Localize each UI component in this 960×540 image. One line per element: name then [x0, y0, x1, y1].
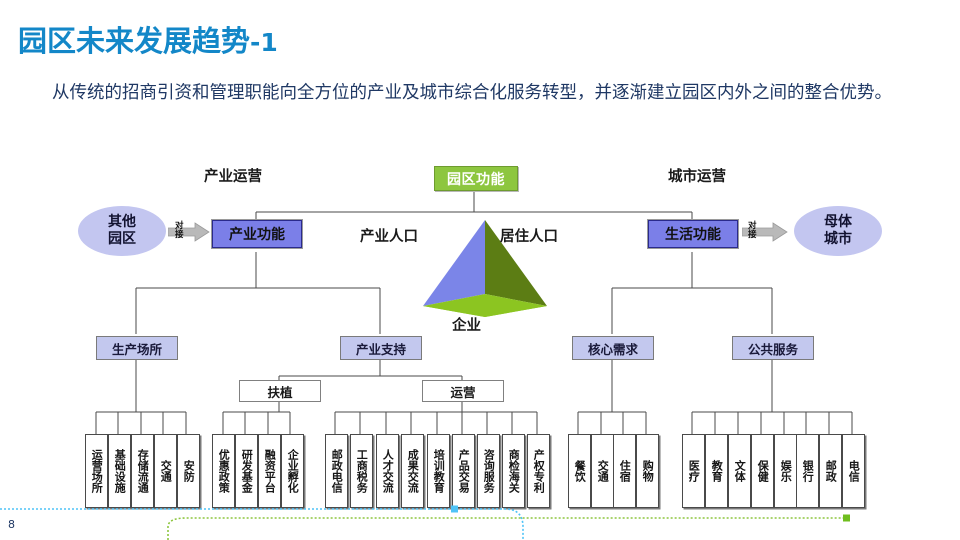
leaf-box[interactable]: 商检海关: [502, 434, 525, 508]
leaf-box[interactable]: 培训教育: [427, 434, 450, 508]
page-number: 8: [8, 518, 15, 531]
leaf-box[interactable]: 银行: [796, 434, 819, 508]
leaf-label: 交通: [596, 460, 610, 482]
leaf-label: 医疗: [687, 460, 701, 482]
node-core-demand[interactable]: 核心需求: [572, 336, 654, 360]
leaf-label: 安防: [182, 460, 196, 482]
ellipse-mother-city-line1: 母体: [824, 214, 852, 230]
page-title-main: 园区未来发展趋势: [18, 24, 251, 58]
leaf-box[interactable]: 成果交流: [401, 434, 424, 508]
leaf-box[interactable]: 融资平台: [258, 434, 281, 508]
leaf-label: 人才交流: [381, 449, 395, 493]
leaf-box[interactable]: 邮政电信: [325, 434, 348, 508]
leaf-box[interactable]: 咨询服务: [477, 434, 500, 508]
leaf-label: 教育: [710, 460, 724, 482]
leaf-box[interactable]: 医疗: [682, 434, 705, 508]
leaf-label: 住宿: [618, 460, 632, 482]
node-support-cultivation[interactable]: 扶植: [239, 380, 321, 402]
leaf-label: 文体: [733, 460, 747, 482]
ellipse-mother-city[interactable]: 母体 城市: [794, 206, 882, 256]
leaf-label: 银行: [801, 460, 815, 482]
page-title: 园区未来发展趋势-1: [18, 18, 278, 60]
leaf-label: 优惠政策: [217, 449, 231, 493]
leaf-label: 娱乐: [779, 460, 793, 482]
caption-city-ops: 城市运营: [668, 169, 726, 185]
ellipse-other-parks-line2: 园区: [108, 231, 136, 247]
leaf-label: 工商税务: [355, 449, 369, 493]
leaf-box[interactable]: 邮政: [819, 434, 842, 508]
leaf-label: 保健: [756, 460, 770, 482]
leaf-label: 研发基金: [240, 449, 254, 493]
arrow-label-right-line1: 对: [748, 221, 757, 231]
leaf-box[interactable]: 企业孵化: [281, 434, 304, 508]
pyramid-label-enterprise: 企业: [452, 318, 481, 334]
arrow-label-left-line2: 接: [175, 230, 184, 240]
leaf-label: 培训教育: [432, 449, 446, 493]
caption-industry-ops: 产业运营: [204, 169, 262, 185]
leaf-box[interactable]: 产品交易: [452, 434, 475, 508]
leaf-box[interactable]: 住宿: [613, 434, 636, 508]
leaf-box[interactable]: 研发基金: [235, 434, 258, 508]
node-operations[interactable]: 运营: [422, 380, 504, 402]
leaf-label: 运营场所: [90, 449, 104, 493]
pyramid-label-resident-population: 居住人口: [500, 229, 558, 245]
page-title-suffix: -1: [250, 28, 278, 57]
leaf-label: 邮政: [824, 460, 838, 482]
connector-arrow-left-icon: [168, 222, 210, 242]
node-root-park-function[interactable]: 园区功能: [434, 166, 518, 191]
footer-decoration: [0, 505, 850, 540]
node-production-site[interactable]: 生产场所: [96, 336, 178, 360]
leaf-label: 商检海关: [507, 449, 521, 493]
arrow-label-left: 对 接: [175, 222, 184, 240]
leaf-label: 存储流通: [136, 449, 150, 493]
leaf-box[interactable]: 教育: [705, 434, 728, 508]
leaf-box[interactable]: 文体: [728, 434, 751, 508]
node-industry-function[interactable]: 产业功能: [211, 219, 303, 249]
leaf-label: 餐饮: [573, 460, 587, 482]
ellipse-other-parks-line1: 其他: [108, 214, 136, 230]
leaf-label: 企业孵化: [286, 449, 300, 493]
pyramid-graphic: [423, 220, 547, 317]
leaf-box[interactable]: 交通: [154, 434, 177, 508]
leaf-box[interactable]: 安防: [177, 434, 200, 508]
leaf-label: 产品交易: [457, 449, 471, 493]
pyramid-label-industry-population: 产业人口: [360, 229, 418, 245]
leaf-box[interactable]: 保健: [751, 434, 774, 508]
leaf-box[interactable]: 交通: [591, 434, 614, 508]
leaf-box[interactable]: 购物: [636, 434, 659, 508]
leaf-label: 邮政电信: [330, 449, 344, 493]
arrow-label-left-line1: 对: [175, 221, 184, 231]
leaf-box[interactable]: 存储流通: [131, 434, 154, 508]
leaf-label: 基础设施: [113, 449, 127, 493]
leaf-label: 咨询服务: [482, 449, 496, 493]
leaf-label: 交通: [159, 460, 173, 482]
leaf-label: 产权专利: [532, 449, 546, 493]
leaf-label: 购物: [641, 460, 655, 482]
node-public-service[interactable]: 公共服务: [732, 336, 814, 360]
leaf-box[interactable]: 优惠政策: [212, 434, 235, 508]
node-living-function[interactable]: 生活功能: [647, 219, 739, 249]
leaf-box[interactable]: 餐饮: [568, 434, 591, 508]
arrow-label-right: 对 接: [748, 222, 757, 240]
arrow-label-right-line2: 接: [748, 230, 757, 240]
body-paragraph: 从传统的招商引资和管理职能向全方位的产业及城市综合化服务转型，并逐渐建立园区内外…: [52, 83, 892, 103]
leaf-box[interactable]: 娱乐: [774, 434, 797, 508]
leaf-box[interactable]: 基础设施: [108, 434, 131, 508]
ellipse-mother-city-line2: 城市: [824, 231, 852, 247]
leaf-box[interactable]: 产权专利: [527, 434, 550, 508]
leaf-label: 成果交流: [406, 449, 420, 493]
leaf-box[interactable]: 人才交流: [376, 434, 399, 508]
leaf-box[interactable]: 运营场所: [85, 434, 108, 508]
leaf-box[interactable]: 电信: [842, 434, 865, 508]
ellipse-other-parks[interactable]: 其他 园区: [78, 206, 166, 256]
leaf-box[interactable]: 工商税务: [350, 434, 373, 508]
node-industry-support[interactable]: 产业支持: [340, 336, 422, 360]
leaf-label: 融资平台: [263, 449, 277, 493]
leaf-label: 电信: [847, 460, 861, 482]
connector-arrow-right-icon: [742, 222, 788, 242]
